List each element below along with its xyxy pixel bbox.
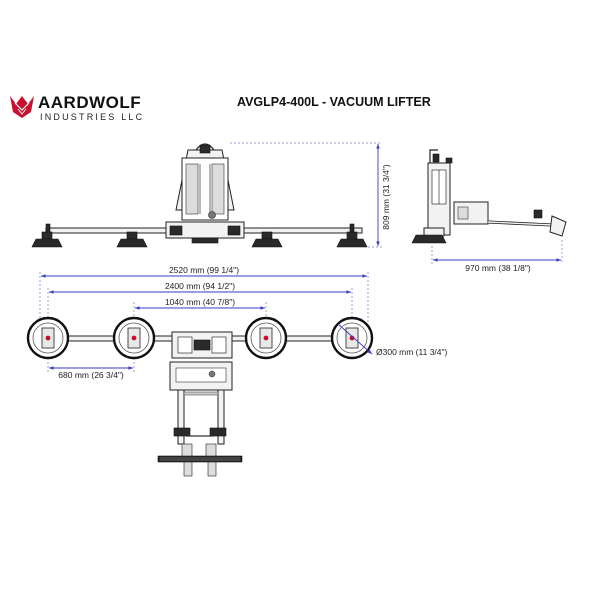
front-pad-2 xyxy=(116,231,148,248)
top-pad-3 xyxy=(244,316,288,360)
front-pad-4 xyxy=(336,223,368,248)
overall-width-dimension-label: 2520 mm (99 1/4") xyxy=(169,265,239,275)
height-dimension-label: 809 mm (31 3/4") xyxy=(381,164,391,230)
pad-diameter-leader xyxy=(337,323,373,355)
brand-subtitle: INDUSTRIES LLC xyxy=(40,112,144,122)
front-view: 809 mm (31 3/4") xyxy=(31,142,391,248)
pad-span-dimension-label: 2400 mm (94 1/2") xyxy=(165,281,235,291)
side-length-dimension-label: 970 mm (38 1/8") xyxy=(465,263,531,273)
top-pad-2 xyxy=(112,316,156,360)
pad-diameter-label: Ø300 mm (11 3/4") xyxy=(376,347,448,357)
top-view: 2520 mm (99 1/4") 2400 mm (94 1/2") 1040… xyxy=(26,265,448,477)
front-pad-3 xyxy=(251,231,283,248)
aardwolf-emblem-icon xyxy=(10,96,34,118)
pad-spacing-dimension-label: 680 mm (26 3/4") xyxy=(58,370,124,380)
top-pad-1 xyxy=(26,316,70,360)
inner-span-dimension-label: 1040 mm (40 7/8") xyxy=(165,297,235,307)
front-frame xyxy=(165,143,245,244)
top-central-module xyxy=(157,331,243,477)
side-view: 970 mm (38 1/8") xyxy=(411,149,567,273)
front-pad-1 xyxy=(31,223,63,248)
brand-logo: AARDWOLF INDUSTRIES LLC xyxy=(10,93,144,122)
brand-name: AARDWOLF xyxy=(38,93,141,112)
drawing-title: AVGLP4-400L - VACUUM LIFTER xyxy=(237,95,431,109)
